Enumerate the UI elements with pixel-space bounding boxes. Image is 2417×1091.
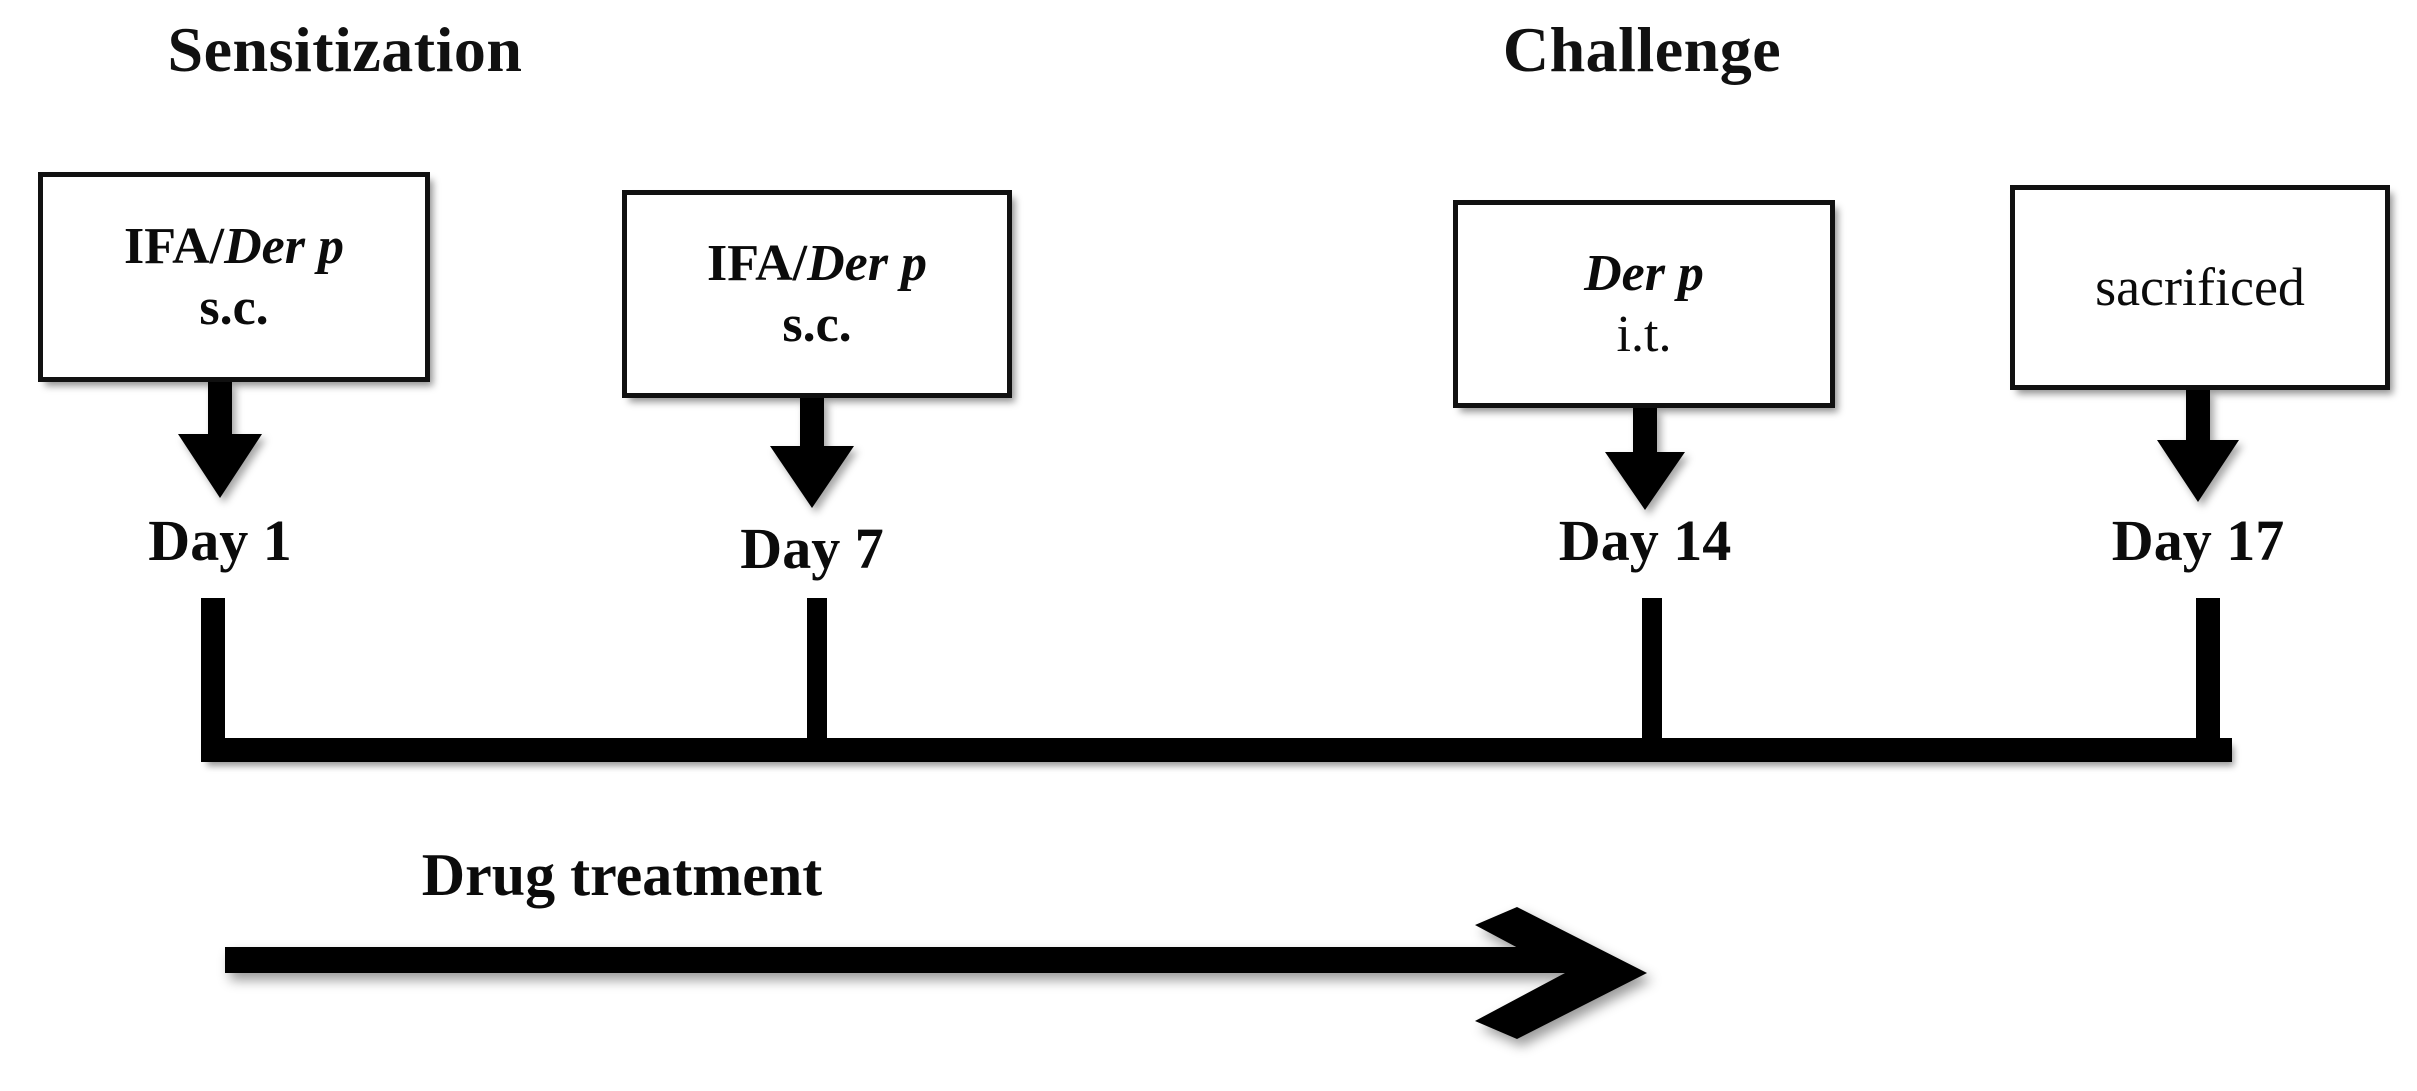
down-arrow-day14 — [1605, 408, 1685, 510]
day-label-day-1: Day 1 — [148, 508, 292, 573]
event-box-day7-agent-prefix: IFA/ — [706, 234, 808, 292]
phase-heading-sensitization: Sensitization — [167, 14, 523, 85]
event-box-day14-agent: Der p — [1584, 244, 1704, 302]
event-box-day7-route: s.c. — [782, 296, 852, 353]
timeline-tick-day-1 — [201, 598, 225, 748]
down-arrow-day17 — [2157, 390, 2239, 502]
event-box-day7-injection: IFA/Der p s.c. — [622, 190, 1012, 398]
timeline-tick-day-7 — [807, 598, 827, 748]
day-label-day-14: Day 14 — [1558, 508, 1732, 573]
event-box-day17-sacrifice: sacrificed — [2010, 185, 2390, 390]
timeline-tick-day-17 — [2196, 598, 2220, 748]
event-box-day1-agent-prefix: IFA/ — [123, 217, 225, 275]
event-box-day7-line1: IFA/Der p — [707, 233, 927, 294]
event-box-day14-challenge: Der p i.t. — [1453, 200, 1835, 408]
down-arrow-day7 — [770, 398, 854, 508]
event-box-day1-line1: IFA/Der p — [124, 216, 344, 277]
day-label-day-17: Day 17 — [2111, 508, 2285, 573]
event-box-day1-route: s.c. — [199, 279, 269, 336]
event-box-day14-route: i.t. — [1616, 306, 1672, 363]
day-label-day-7: Day 7 — [740, 516, 884, 581]
event-box-day1-agent-italic: Der p — [224, 217, 344, 275]
timeline-tick-day-14 — [1642, 598, 1662, 748]
down-arrow-day1 — [178, 382, 262, 498]
event-box-day7-agent-italic: Der p — [807, 234, 927, 292]
drug-treatment-label: Drug treatment — [421, 842, 823, 908]
event-box-day17-outcome: sacrificed — [2095, 256, 2305, 317]
drug-treatment-arrow — [225, 907, 1647, 1039]
timeline-baseline — [201, 738, 2232, 762]
phase-heading-challenge: Challenge — [1502, 14, 1782, 85]
event-box-day1-injection: IFA/Der p s.c. — [38, 172, 430, 382]
